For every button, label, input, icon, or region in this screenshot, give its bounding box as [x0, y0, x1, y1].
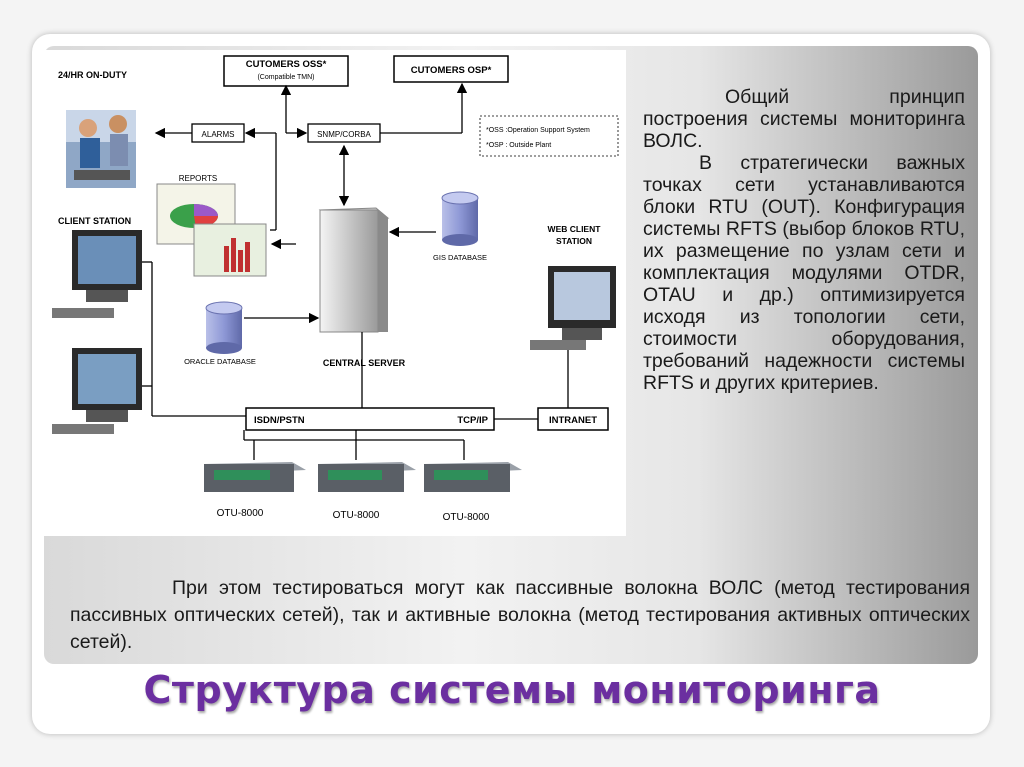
reports-bar-chart [193, 223, 267, 277]
bottom-paragraph: При этом тестироваться могут как пассивн… [70, 577, 970, 653]
otu-label-3: OTU-8000 [443, 512, 490, 523]
web-client-label-1: WEB CLIENT [548, 224, 602, 234]
client-station-label: CLIENT STATION [58, 216, 131, 226]
client-workstation-2 [52, 348, 142, 434]
osp-title: CUTOMERS OSP* [411, 65, 492, 76]
otu-unit-2 [318, 462, 416, 492]
otu-unit-1 [204, 462, 306, 492]
intranet-label: INTRANET [549, 415, 597, 426]
tcpip-label: TCP/IP [457, 415, 488, 426]
web-client-workstation [530, 266, 616, 350]
gis-database [441, 191, 479, 246]
web-client-label-2: STATION [556, 236, 592, 246]
oss-title: CUTOMERS OSS* [246, 59, 327, 70]
network-diagram: CUTOMERS OSS* (Compatible TMN) CUTOMERS … [44, 50, 626, 536]
oss-subtitle: (Compatible TMN) [257, 74, 314, 81]
isdn-label: ISDN/PSTN [254, 415, 305, 426]
customers-oss-box: CUTOMERS OSS* (Compatible TMN) [223, 55, 349, 87]
notes-box [479, 115, 619, 157]
central-server-label: CENTRAL SERVER [323, 358, 406, 368]
customers-osp-box: CUTOMERS OSP* [393, 55, 509, 83]
slide-title: Структура системы мониторинга [143, 668, 881, 712]
otu-label-2: OTU-8000 [333, 510, 380, 521]
on-duty-label: 24/HR ON-DUTY [58, 70, 127, 80]
note-osp: *OSP : Outside Plant [486, 142, 551, 149]
oracle-database-label: ORACLE DATABASE [184, 357, 256, 366]
otu-unit-3 [424, 462, 522, 492]
oracle-database [205, 301, 243, 354]
reports-label: REPORTS [179, 174, 218, 183]
otu-label-1: OTU-8000 [217, 508, 264, 519]
operator-photo [66, 110, 136, 188]
right-paragraph-2: В стратегически важных точках сети устан… [643, 152, 965, 394]
right-paragraph-1: Общий принцип построения системы монитор… [643, 86, 965, 152]
gis-database-label: GIS DATABASE [433, 253, 487, 262]
snmp-corba-label: SNMP/CORBA [317, 130, 371, 139]
central-server [318, 207, 390, 333]
note-oss: *OSS :Operation Support System [486, 127, 590, 134]
right-description: Общий принцип построения системы монитор… [643, 86, 965, 394]
diagram-svg: CUTOMERS OSS* (Compatible TMN) CUTOMERS … [52, 55, 619, 523]
client-workstation-1 [52, 230, 142, 318]
alarms-label: ALARMS [202, 130, 235, 139]
